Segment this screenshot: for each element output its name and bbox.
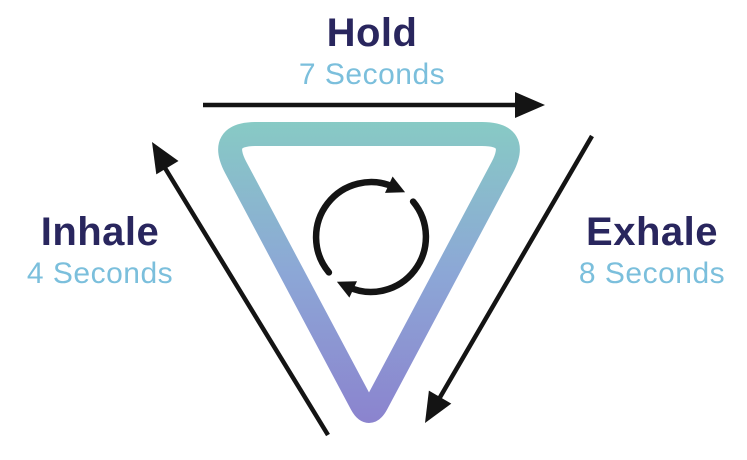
hold-duration: 7 Seconds: [298, 58, 446, 91]
inhale-label: Inhale: [40, 210, 160, 254]
inhale-duration: 4 Seconds: [26, 257, 174, 290]
exhale-arrow: [425, 134, 594, 423]
cycle-arrows-icon: [312, 176, 430, 298]
exhale-duration: 8 Seconds: [578, 257, 726, 290]
hold-arrow: [203, 92, 545, 118]
exhale-label-group: Exhale 8 Seconds: [579, 212, 725, 289]
inhale-arrow: [152, 142, 330, 437]
hold-label-group: Hold 7 Seconds: [299, 13, 445, 90]
triangle-shape: [218, 122, 520, 423]
inhale-label-group: Inhale 4 Seconds: [27, 212, 173, 289]
hold-label: Hold: [326, 11, 418, 55]
exhale-label: Exhale: [586, 210, 718, 254]
